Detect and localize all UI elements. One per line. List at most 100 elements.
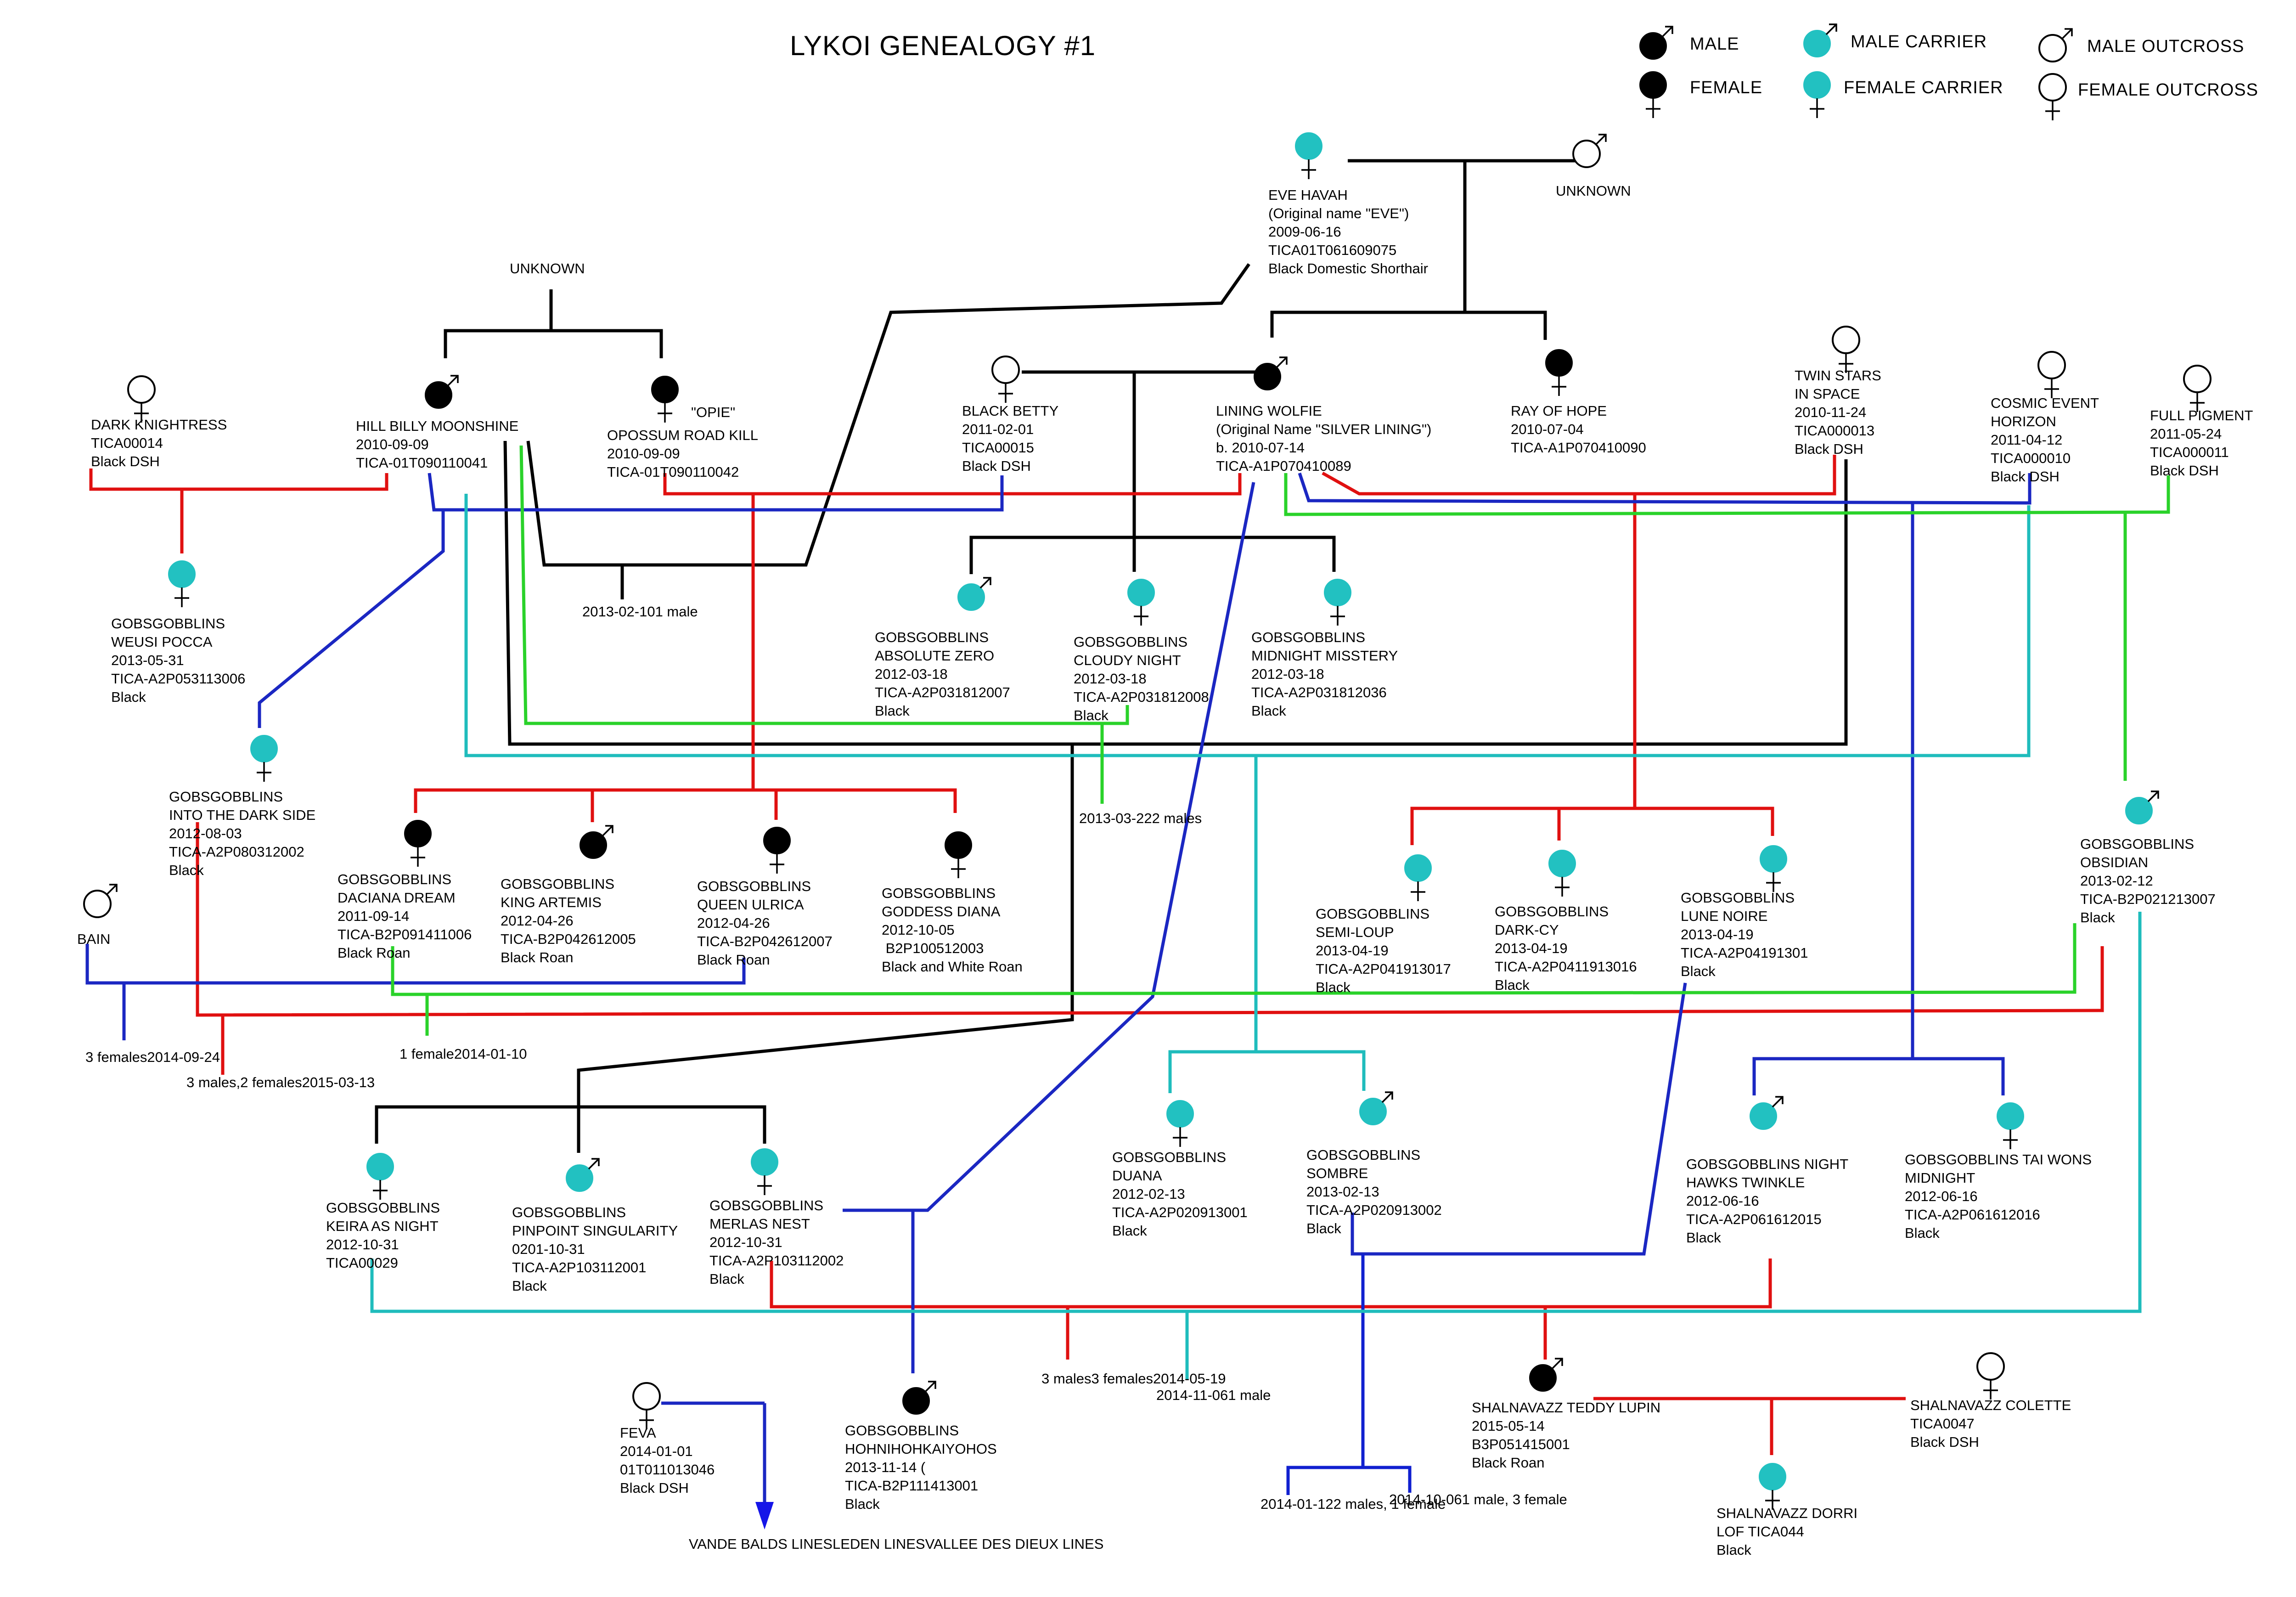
female-carrier-icon-wrap — [243, 728, 285, 788]
male-icon — [580, 825, 613, 859]
cat-name: GOBSGOBBLINS — [875, 629, 989, 645]
cat-detail: TICA-B2P111413001 — [845, 1478, 979, 1494]
cat-detail: TICA00014 — [91, 435, 163, 451]
male-carrier-icon — [566, 1158, 600, 1192]
cat-detail: (Original Name "SILVER LINING") — [1216, 421, 1432, 437]
cat-detail: TICA-A2P053113006 — [111, 671, 246, 687]
female-outcross-icon-wrap — [1970, 1346, 2011, 1405]
cat-detail: 2012-06-16 — [1905, 1188, 1978, 1204]
cat-detail: B3P051415001 — [1472, 1436, 1570, 1452]
cat-detail: Black — [1251, 703, 1286, 719]
cat-detail: TICA-A2P061612015 — [1686, 1211, 1822, 1227]
cat-detail: TICA-A2P0411913016 — [1495, 959, 1637, 975]
cat-name: BLACK BETTY — [962, 403, 1059, 419]
cat-detail: 2009-06-16 — [1268, 224, 1341, 240]
cat-detail: TICA-A1P070410089 — [1216, 458, 1351, 474]
cat-name: GOBSGOBBLINS — [1306, 1147, 1421, 1163]
female-outcross-icon-wrap — [626, 1376, 667, 1435]
legend-female-carrier-label: FEMALE CARRIER — [1844, 78, 2003, 97]
cat-detail: 2010-07-04 — [1511, 421, 1584, 437]
legend-male-icon — [1639, 26, 1673, 60]
cat-detail: Black Roan — [338, 945, 411, 961]
cat-name: FULL PIGMENT — [2150, 407, 2253, 423]
female-icon-wrap — [644, 369, 686, 429]
cat-detail: 2013-11-14 ( — [845, 1459, 926, 1475]
cat-detail: HORIZON — [1991, 413, 2056, 429]
female-outcross-icon — [1976, 1352, 2005, 1399]
female-carrier-icon — [1295, 132, 1322, 179]
male-icon-wrap — [573, 824, 614, 884]
cat-bain: BAIN — [77, 930, 110, 948]
cat-name: TWIN STARS — [1795, 367, 1881, 384]
cat-name: SHALNAVAZZ COLETTE — [1910, 1397, 2071, 1413]
cat-name: GOBSGOBBLINS — [1681, 890, 1795, 906]
female-outcross-icon — [991, 356, 1020, 403]
female-carrier-icon-wrap — [1753, 838, 1794, 898]
male-carrier-icon — [957, 577, 991, 611]
cat-name: GOBSGOBBLINS — [169, 789, 283, 805]
female-carrier-icon-wrap — [1288, 125, 1329, 185]
cat-detail: MIDNIGHT MISSTERY — [1251, 648, 1398, 664]
mating-line-wolfie-fullpigment — [1284, 473, 2170, 516]
cat-detail: 2011-04-12 — [1991, 432, 2063, 448]
male-icon — [1254, 356, 1288, 390]
cat-detail: TICA01T061609075 — [1268, 242, 1397, 258]
cat-name: GOBSGOBBLINS — [709, 1197, 824, 1213]
descent-line — [258, 510, 445, 728]
cat-detail: TICA-A2P020913001 — [1112, 1204, 1248, 1220]
cat-detail: QUEEN ULRICA — [697, 897, 804, 913]
legend-male-icon-wrap — [1632, 25, 1674, 85]
cat-name: BAIN — [77, 931, 111, 947]
legend-male-outcross-icon — [2038, 28, 2073, 62]
cat-detail: SEMI-LOUP — [1316, 924, 1394, 940]
cat-detail: 01T011013046 — [620, 1462, 715, 1478]
mating-line-merlasnest-nighthawks — [770, 1258, 1772, 1309]
cat-detail: Black — [111, 689, 146, 705]
cat-detail: TICA-01T090110042 — [607, 464, 739, 480]
legend-female-label: FEMALE — [1690, 78, 1763, 97]
cat-detail: OBSIDIAN — [2080, 854, 2149, 870]
cat-detail: Black — [1074, 707, 1109, 723]
cat-detail: MIDNIGHT — [1905, 1170, 1975, 1186]
female-icon — [404, 820, 432, 867]
cat-detail: 2012-03-18 — [1074, 671, 1147, 687]
female-outcross-icon — [632, 1382, 661, 1429]
litter-2014-10-06-label: 2014-10-061 male, 3 female — [1389, 1490, 1567, 1509]
cat-detail: IN SPACE — [1795, 386, 1860, 402]
label-line: 2 males — [1152, 810, 1202, 826]
cat-unknown-top: UNKNOWN — [1556, 182, 1631, 200]
sibship-line-hillbilly-cosmic — [1168, 1050, 1366, 1093]
cat-detail: Black — [845, 1496, 880, 1512]
litter-2015-03-13-label: 3 males,2 females2015-03-13 — [186, 1073, 375, 1092]
litter-2014-01-12-label: 2014-01-122 males, 1 female — [1261, 1495, 1446, 1513]
legend-female-icon-wrap — [1632, 64, 1674, 124]
cat-detail: Black — [875, 703, 910, 719]
cat-detail: Black — [2080, 909, 2115, 925]
female-carrier-icon — [250, 735, 278, 782]
cat-detail: KING ARTEMIS — [501, 894, 602, 910]
future-lines-label: VANDE BALDS LINESLEDEN LINESVALLEE DES D… — [689, 1535, 1103, 1553]
legend-male-carrier-icon-wrap — [1796, 23, 1838, 83]
female-outcross-icon-wrap — [121, 369, 162, 429]
mating-line-intodarkside-obsidian — [196, 822, 2104, 1017]
cat-detail: TICA-A2P041913017 — [1316, 961, 1451, 977]
female-carrier-icon — [751, 1148, 778, 1195]
legend-male-carrier-icon — [1803, 23, 1837, 57]
cat-detail: Black Domestic Shorthair — [1268, 260, 1429, 277]
cat-detail: TICA-A2P061612016 — [1905, 1207, 2040, 1223]
label-line: 2014-10-06 — [1389, 1491, 1462, 1507]
cat-detail: Black — [709, 1271, 744, 1287]
male-outcross-icon-wrap — [1566, 133, 1607, 193]
female-carrier-icon — [1127, 579, 1155, 626]
female-carrier-icon-wrap — [1397, 847, 1439, 907]
